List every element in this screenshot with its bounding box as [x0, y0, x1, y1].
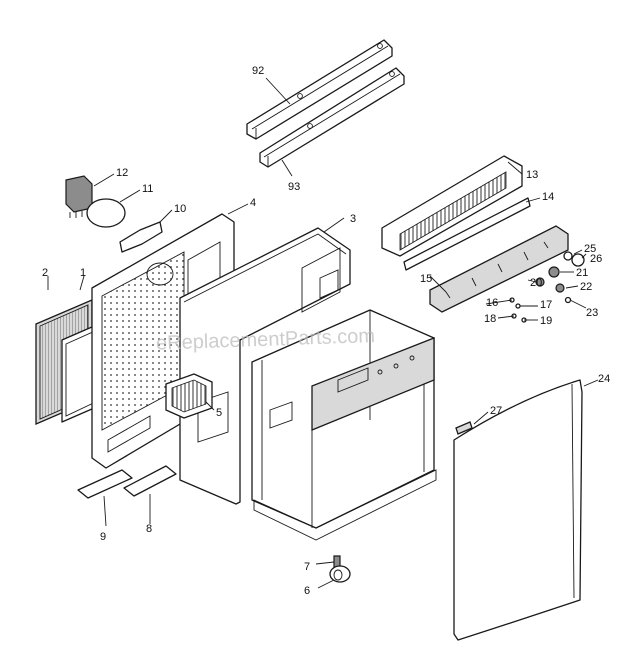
part-15-control-board [429, 225, 569, 313]
part-22-button [555, 283, 565, 293]
callout-5: 5 [216, 407, 222, 419]
part-13-top-louver [381, 155, 523, 257]
callout-3: 3 [350, 213, 356, 225]
callout-10: 10 [174, 203, 186, 215]
callout-8: 8 [146, 523, 152, 535]
callout-26: 26 [590, 253, 602, 265]
part-92-upper-rail [246, 39, 393, 140]
part-93-lower-rail [259, 67, 405, 168]
callout-14: 14 [542, 191, 554, 203]
callout-92: 92 [252, 65, 264, 77]
callout-12: 12 [116, 167, 128, 179]
parts-16-19-screws [509, 297, 527, 323]
callout-18: 18 [484, 313, 496, 325]
part-4-front-grille-panel [91, 213, 235, 469]
part-11-ring-gasket [86, 198, 126, 228]
callout-11: 11 [142, 183, 153, 195]
part-24-front-door [453, 379, 583, 641]
callout-6: 6 [304, 585, 310, 597]
callout-7: 7 [304, 561, 310, 573]
callout-2: 2 [42, 267, 48, 279]
callout-4: 4 [250, 197, 256, 209]
part-9-gasket [77, 469, 133, 499]
part-10-clip [119, 221, 163, 253]
callout-labels: 92 93 12 11 10 4 3 13 14 15 25 26 21 20 … [42, 65, 610, 597]
callout-20: 20 [530, 277, 542, 289]
callout-22: 22 [580, 281, 592, 293]
callout-17: 17 [540, 299, 552, 311]
part-14-strip [403, 197, 531, 271]
part-3-main-housing [179, 227, 351, 505]
chassis-frame [251, 309, 437, 541]
callout-24: 24 [598, 373, 610, 385]
callout-19: 19 [540, 315, 552, 327]
callout-27: 27 [490, 405, 502, 417]
part-21-button [548, 266, 560, 278]
callout-1: 1 [80, 267, 86, 279]
callout-25: 25 [584, 243, 596, 255]
part-5-grille-insert [165, 373, 213, 419]
callout-93: 93 [288, 181, 300, 193]
callout-16: 16 [486, 297, 498, 309]
part-23-screw [564, 296, 572, 304]
part-25-knob [563, 251, 573, 261]
leader-lines [47, 77, 599, 589]
part-26-knob [571, 253, 585, 267]
part-6-caster-wheel [329, 565, 351, 583]
callout-13: 13 [526, 169, 538, 181]
callout-23: 23 [586, 307, 598, 319]
callout-9: 9 [100, 531, 106, 543]
callout-15: 15 [420, 273, 432, 285]
callout-21: 21 [576, 267, 588, 279]
part-27-latch [455, 421, 473, 435]
part-8-gasket [123, 465, 177, 497]
